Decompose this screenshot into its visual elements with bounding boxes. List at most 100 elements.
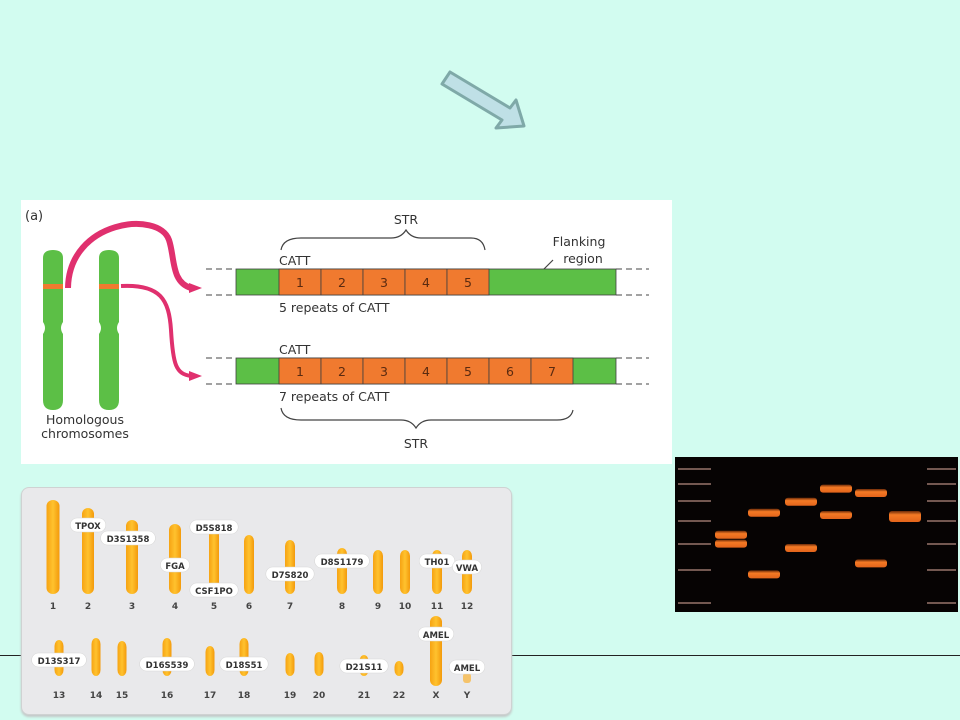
str-marker-pill [265,566,315,582]
repeat-caption: 7 repeats of CATT [279,389,390,404]
str-marker-pill [160,557,190,573]
str-marker-pill [452,559,482,575]
gel-band [748,508,780,517]
lane-4 [820,484,852,519]
lane-1 [715,530,747,548]
str-marker-label: D3S1358 [107,535,150,545]
str-label-top: STR [394,212,419,227]
chromosome-shape [46,500,60,594]
str-locus-band [43,284,63,289]
chromosome-shape [463,673,471,683]
repeat-caption: 5 repeats of CATT [279,300,390,315]
str-marker-label: D21S11 [346,663,383,673]
str-marker-pill [139,656,195,672]
chromosome-3: 3 D3S1358 [100,520,156,612]
gel-band [820,511,852,519]
str-marker-pill [448,659,486,675]
arrowhead-icon [189,371,202,381]
str-marker-pill [314,553,370,569]
chromosome-number: 3 [129,602,135,612]
str-marker-label: VWA [456,564,479,574]
gel-band [748,570,780,579]
chromosome-20: 20 [313,652,325,701]
locus-arrow-lower [120,283,192,378]
repeat-number: 6 [506,364,514,379]
repeat-unit-box [278,357,322,385]
chromosome-number: 2 [85,602,91,612]
chromosome-number: 10 [399,602,412,612]
str-marker-label: D18S51 [226,661,263,671]
chromosome-number: 16 [161,691,174,701]
repeat-unit-box [362,357,406,385]
chromosome-shape [285,653,295,676]
repeat-unit-box [320,268,364,296]
repeat-number: 5 [464,364,472,379]
repeat-number: 7 [548,364,556,379]
chromosome-shape [373,550,383,594]
chromosome-number: 13 [53,691,66,701]
str-marker-label: FGA [165,562,185,572]
str-locus-band [99,284,119,289]
str-marker-label: D16S539 [146,661,189,671]
gel-band [785,497,817,506]
chromosome-number: 8 [339,602,345,612]
str-marker-label: AMEL [454,664,481,674]
chromosome-number: 17 [204,691,217,701]
flanking-label-line1: Flanking [553,234,606,249]
repeat-unit-label: CATT [279,253,311,268]
chromosome-14: 14 [90,638,103,701]
repeat-unit-box [446,357,490,385]
repeat-unit-box [278,268,322,296]
chromosome-number: X [433,691,440,701]
repeat-unit-box [362,268,406,296]
chromosome-number: 19 [284,691,297,701]
chromosome-shape [244,535,254,594]
lane-5 [855,489,887,568]
gel-band [715,530,747,539]
chromosome-number: 9 [375,602,381,612]
chromosome-shape [400,550,410,594]
gel-electrophoresis-panel [675,457,958,612]
chromosome-shape [394,661,404,676]
chromosome-22: 22 [393,661,406,701]
str-marker-label: CSF1PO [195,587,233,597]
chromosome-number: 22 [393,691,406,701]
repeat-number: 1 [296,364,304,379]
chromosome-number: Y [463,691,471,701]
str-marker-pill [219,656,269,672]
gel-band [785,544,817,552]
str-brace-top [280,228,486,251]
gel-band [855,489,887,497]
chromosome-15: 15 [116,641,128,701]
repeat-unit-box [320,357,364,385]
repeat-unit-label: CATT [279,342,311,357]
gel-band [889,511,921,522]
flanking-pointer [542,259,554,271]
str-marker-label: D5S818 [196,524,233,534]
flanking-label-line2: region [563,251,603,266]
chromosome-9: 9 [373,550,383,612]
repeat-unit-box [530,357,574,385]
chromosome-16: 16 D16S539 [139,638,195,701]
str-marker-pill [418,553,456,569]
lane-3 [785,497,817,552]
chromosome-number: 21 [358,691,371,701]
repeat-number: 3 [380,364,388,379]
str-marker-pill [100,530,156,546]
str-marker-label: TPOX [75,522,101,532]
chromosome-number: 12 [461,602,474,612]
chromosome-number: 14 [90,691,103,701]
chromosome-19: 19 [284,653,297,701]
repeat-number: 4 [422,275,430,290]
locus-arrow-upper [65,220,193,291]
str-marker-pill [189,519,239,535]
chromosome-17: 17 [204,646,217,701]
str-marker-label: D13S317 [38,657,81,667]
repeat-number: 5 [464,275,472,290]
